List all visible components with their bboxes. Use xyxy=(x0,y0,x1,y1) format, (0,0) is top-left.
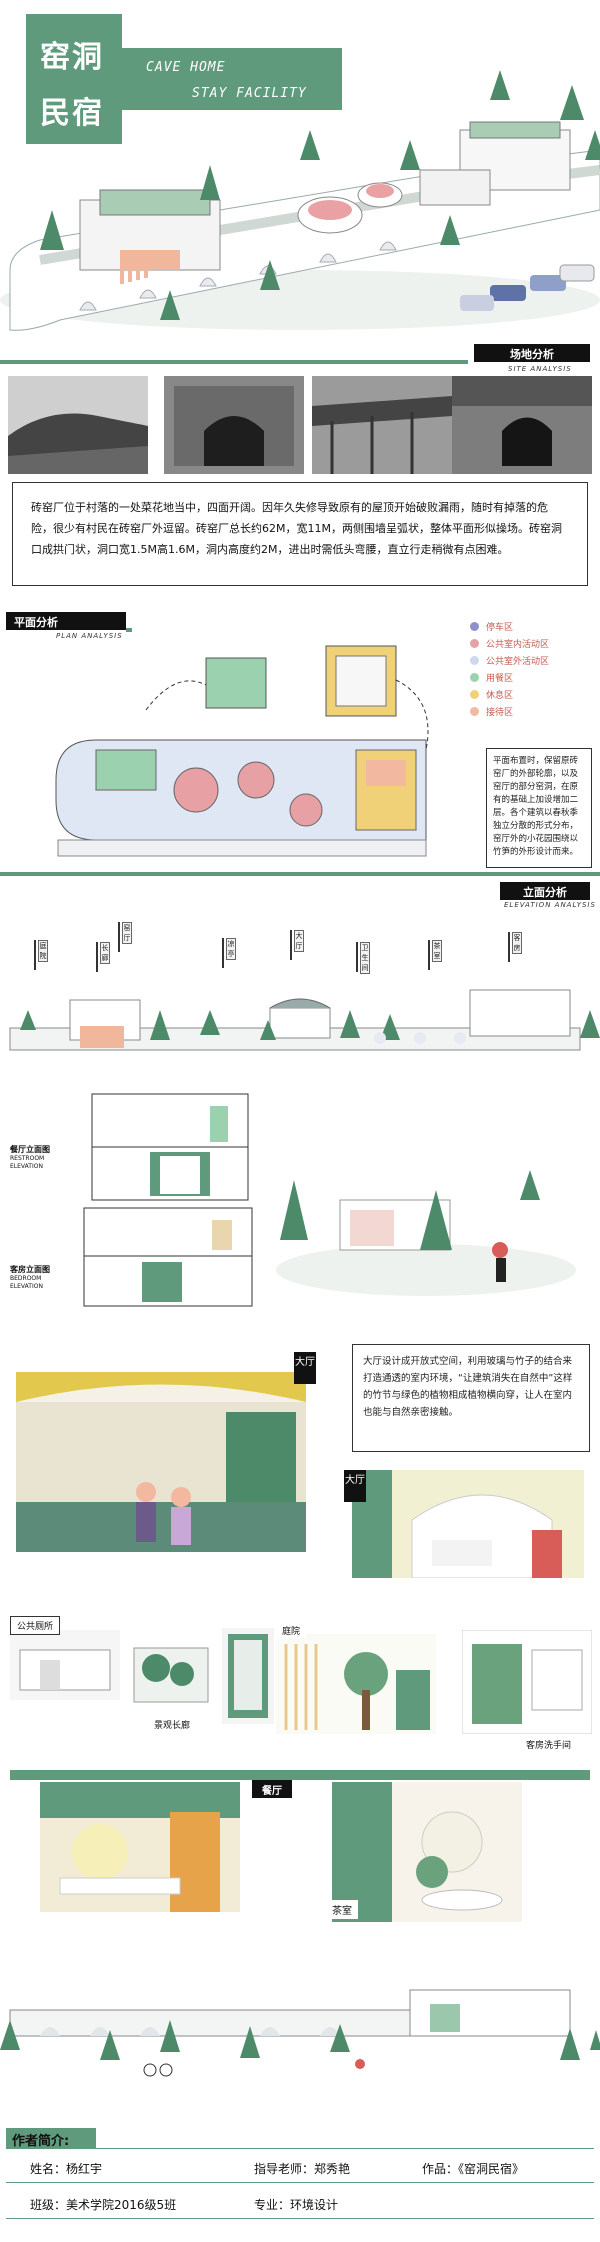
hall-note: 大厅设计成开放式空间，利用玻璃与竹子的结合来打造通透的室内环境，“让建筑消失在自… xyxy=(352,1344,590,1452)
site-analysis-sub: SITE ANALYSIS xyxy=(508,365,572,373)
bottom-elevation xyxy=(0,1989,600,2077)
elevation-drawing xyxy=(9,989,600,1051)
legend-dot xyxy=(470,622,479,631)
hall-label-1: 大厅 xyxy=(294,1352,316,1384)
guestroom-section-cn: 客房立面图 xyxy=(10,1265,50,1274)
restaurant-section-cn: 餐厅立面图 xyxy=(10,1145,50,1154)
pin-flag xyxy=(356,942,358,972)
legend-label: 接待区 xyxy=(486,708,514,718)
legend-item: 停车区 xyxy=(470,620,590,637)
pin-label: 大厅 xyxy=(294,930,304,952)
english-title-band: CAVE HOME STAY FACILITY xyxy=(122,48,342,110)
restaurant-render xyxy=(40,1782,240,1912)
site-analysis-tab: 场地分析 xyxy=(474,344,590,362)
legend-item: 休息区 xyxy=(470,688,590,705)
plan-analysis-sub: PLAN ANALYSIS xyxy=(56,632,123,640)
pin-label: 茶室 xyxy=(432,940,442,962)
tea-room-label: 茶室 xyxy=(326,1900,358,1919)
restaurant-section-label: 餐厅立面图 RESTROOM ELEVATION xyxy=(10,1144,84,1171)
author-advisor: 指导老师：郑秀艳 xyxy=(254,2162,351,2176)
site-photo-3 xyxy=(312,376,452,474)
title-line-2: 民宿 xyxy=(40,96,104,131)
elevation-divider xyxy=(0,872,600,876)
legend-label: 用餐区 xyxy=(486,674,514,684)
plan-note: 平面布置时，保留原砖窑厂的外部轮廓，以及窑厅的部分窑洞，在原有的基础上加设增加二… xyxy=(486,748,592,868)
bamboo-render xyxy=(222,1628,274,1724)
author-major: 专业：环境设计 xyxy=(254,2198,339,2212)
aerial-illustration xyxy=(0,70,600,331)
legend-dot xyxy=(470,656,479,665)
restaurant-band xyxy=(10,1770,590,1780)
site-divider xyxy=(0,360,468,364)
legend-label: 休息区 xyxy=(486,691,514,701)
title-line-1: 窑洞 xyxy=(40,40,104,75)
pin-flag xyxy=(428,940,430,970)
legend-item: 公共室内活动区 xyxy=(470,637,590,654)
legend-label: 停车区 xyxy=(486,623,514,633)
guestroom-section-en: BEDROOM ELEVATION xyxy=(10,1275,43,1290)
legend-item: 公共室外活动区 xyxy=(470,654,590,671)
legend-dot xyxy=(470,707,479,716)
pin-flag xyxy=(118,922,120,952)
hall-render-1 xyxy=(16,1372,306,1552)
author-name: 姓名：杨红宇 xyxy=(30,2162,103,2176)
pin-label: 客房 xyxy=(512,932,522,954)
restaurant-label: 餐厅 xyxy=(252,1780,292,1798)
public-toilet-label: 公共厕所 xyxy=(10,1616,61,1635)
site-photo-4 xyxy=(452,376,592,474)
plan-divider xyxy=(126,628,132,632)
pin-flag xyxy=(222,938,224,968)
author-class: 班级：美术学院2016级5班 xyxy=(30,2198,177,2212)
plan-analysis-tab: 平面分析 xyxy=(6,612,126,630)
plan-legend: 停车区 公共室内活动区 公共室外活动区 用餐区 休息区 接待区 xyxy=(470,620,590,722)
elevation-analysis-sub: ELEVATION ANALYSIS xyxy=(504,901,596,909)
pin-flag xyxy=(96,942,98,972)
gallery-label: 景观长廊 xyxy=(148,1716,197,1733)
site-photo-1 xyxy=(8,376,148,474)
author-heading: 作者简介: xyxy=(6,2128,96,2149)
hall-render-2 xyxy=(352,1470,584,1578)
pin-flag xyxy=(508,932,510,962)
elevation-analysis-tab: 立面分析 xyxy=(500,882,590,900)
english-title-2: STAY FACILITY xyxy=(192,86,307,101)
pin-label: 凉亭 xyxy=(226,938,236,960)
pin-label: 庭院 xyxy=(38,940,48,962)
author-work: 作品：《窑洞民宿》 xyxy=(422,2162,525,2176)
guest-wash-render xyxy=(462,1630,592,1734)
plan-drawing xyxy=(55,645,429,857)
restaurant-section xyxy=(91,1093,249,1201)
pin-flag xyxy=(34,940,36,970)
restaurant-section-en: RESTROOM ELEVATION xyxy=(10,1155,45,1170)
legend-label: 公共室内活动区 xyxy=(486,640,550,650)
site-description: 砖窑厂位于村落的一处菜花地当中，四面开阔。因年久失修导致原有的屋顶开始破败漏雨，… xyxy=(12,482,588,586)
pin-label: 长廊 xyxy=(100,942,110,964)
legend-item: 接待区 xyxy=(470,705,590,722)
pin-flag xyxy=(290,930,292,960)
legend-dot xyxy=(470,690,479,699)
pin-label: 卫生间 xyxy=(360,942,370,974)
guestroom-section xyxy=(83,1207,253,1307)
tea-room-render xyxy=(332,1782,522,1922)
english-title-1: CAVE HOME xyxy=(146,60,226,75)
pin-label: 窑厅 xyxy=(122,922,132,944)
hall-label-2: 大厅 xyxy=(344,1470,366,1502)
legend-dot xyxy=(470,673,479,682)
public-toilet-render xyxy=(10,1630,120,1700)
footer-line-2 xyxy=(6,2182,594,2183)
title-block: 窑洞 民宿 xyxy=(26,14,122,144)
guestroom-section-label: 客房立面图 BEDROOM ELEVATION xyxy=(10,1264,80,1291)
legend-label: 公共室外活动区 xyxy=(486,657,550,667)
footer-line-1 xyxy=(6,2148,594,2149)
site-photo-2 xyxy=(164,376,304,474)
courtyard-render xyxy=(276,1634,436,1734)
gallery-render xyxy=(126,1628,216,1710)
legend-item: 用餐区 xyxy=(470,671,590,688)
guest-wash-label: 客房洗手间 xyxy=(520,1736,578,1753)
courtyard-label: 庭院 xyxy=(276,1622,307,1639)
footer-line-3 xyxy=(6,2218,594,2219)
street-scene xyxy=(276,1170,576,1296)
legend-dot xyxy=(470,639,479,648)
